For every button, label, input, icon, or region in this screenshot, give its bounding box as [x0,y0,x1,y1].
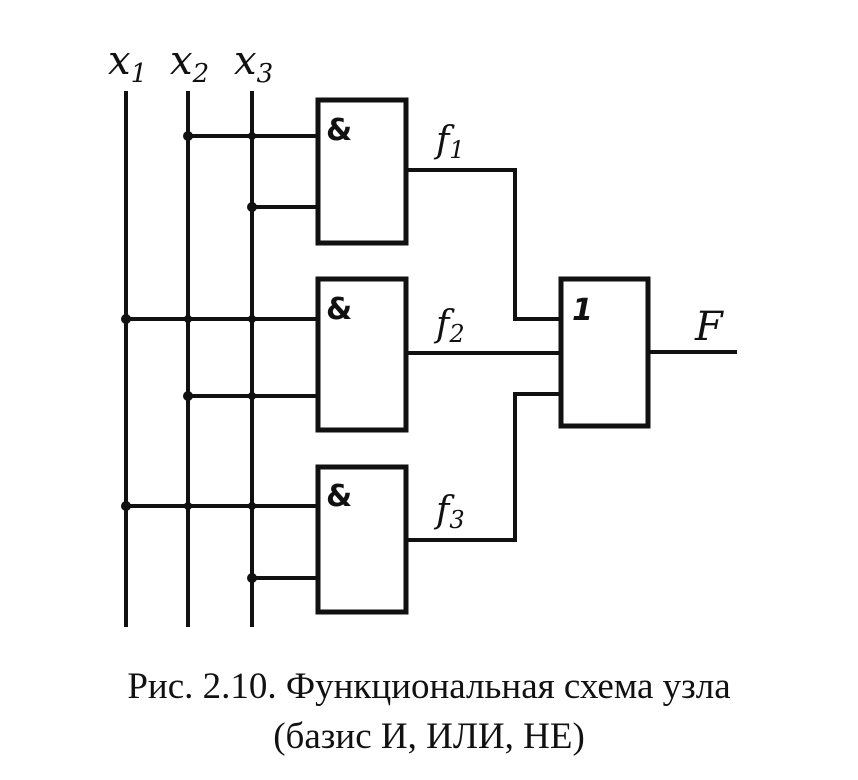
output-label-f: F [694,304,724,350]
signal-label-f1: f1 [433,120,465,164]
signal-label-f3: f3 [433,490,465,534]
f3-wire [404,392,563,542]
junction-dot [184,502,192,510]
junction-dot [183,391,193,401]
caption-line-2: (базис И, ИЛИ, НЕ) [273,716,585,757]
junction-dot [121,501,131,511]
junction-dot [183,131,193,141]
junction-dot [248,392,256,400]
junction-dot [121,314,131,324]
f1-wire [404,168,563,321]
junction-dot [248,132,256,140]
input-label-x3: x3 [234,38,273,89]
junction-dot [248,315,256,323]
junction-dot [184,315,192,323]
and-gate-2 [315,276,409,433]
input-label-x1: x1 [108,38,147,89]
junction-dot [248,502,256,510]
and-gate-3 [315,464,409,615]
logic-circuit-diagram: x1 x2 x3 & & & 1 f1 f2 f3 F [108,38,737,627]
and-gate-1-symbol: & [326,113,352,148]
caption-line-1: Рис. 2.10. Функциональная схема узла [127,666,731,707]
and-gate-2-symbol: & [326,292,352,327]
junction-dot [247,202,257,212]
and-gate-3-symbol: & [326,479,352,514]
or-gate-symbol: 1 [572,293,593,328]
junction-dot [247,573,257,583]
signal-label-f2: f2 [433,304,465,348]
input-label-x2: x2 [170,38,209,89]
figure-caption: Рис. 2.10. Функциональная схема узла (ба… [0,662,858,762]
